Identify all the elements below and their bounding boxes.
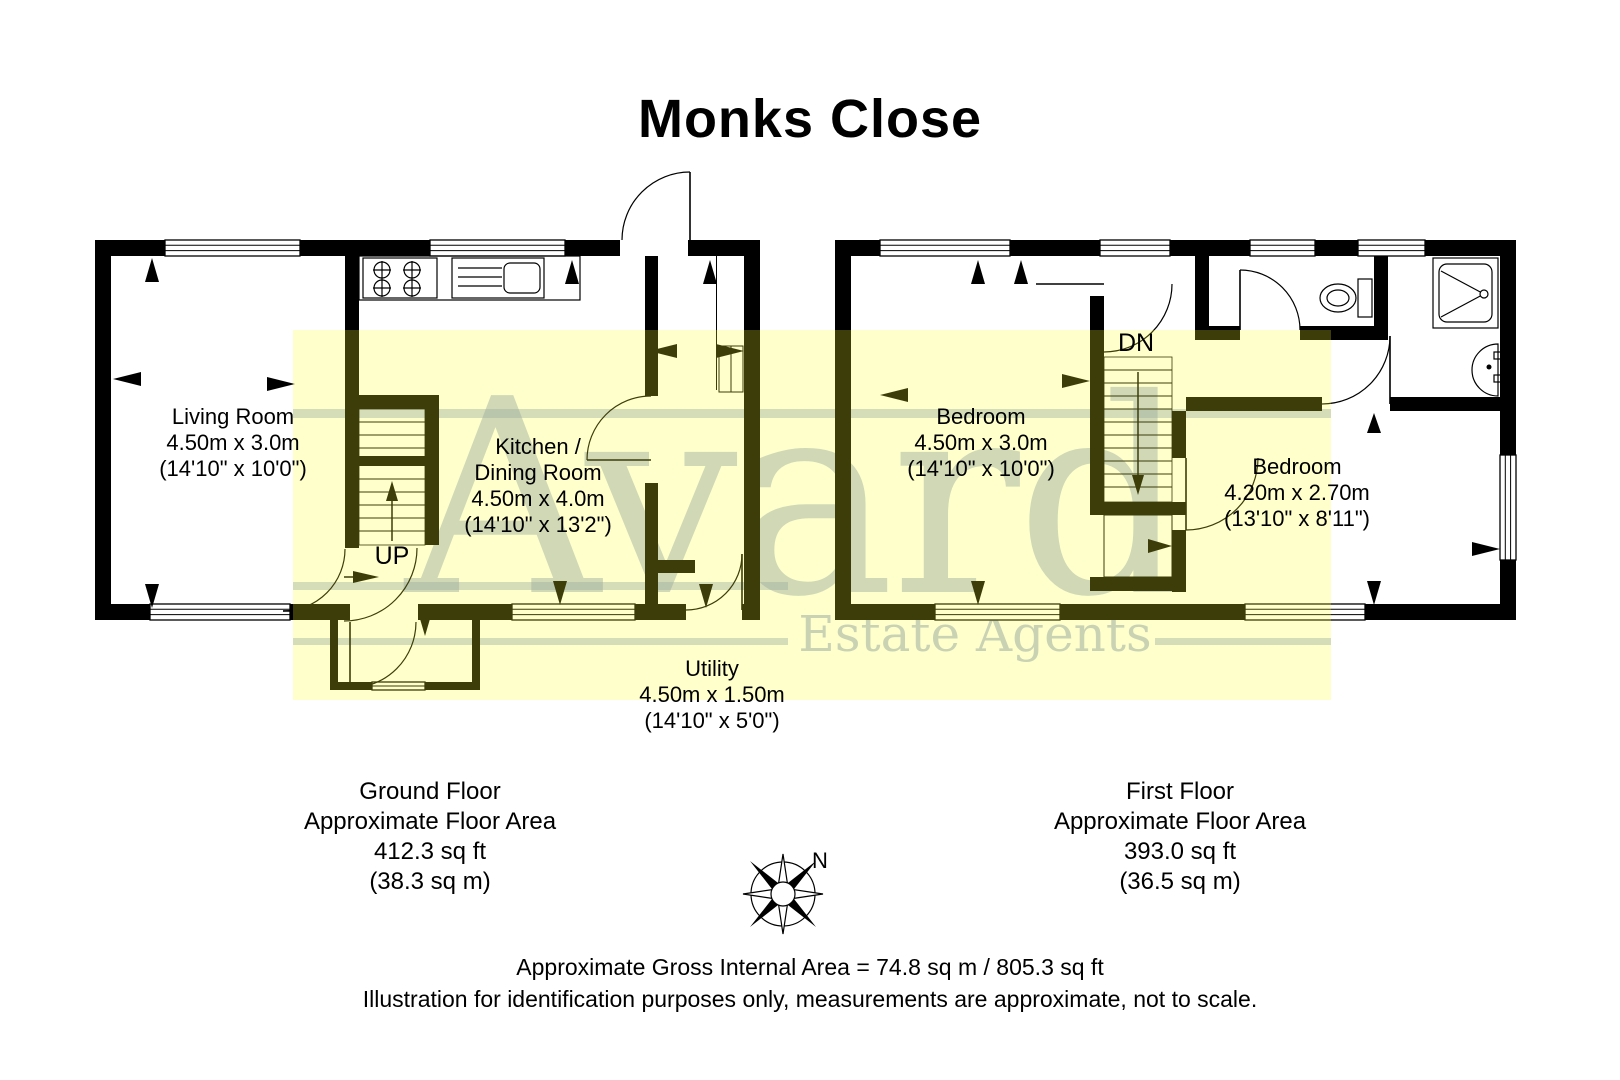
first-floor-walls [835, 240, 1516, 620]
first-floor-plan [835, 239, 1517, 621]
room-dims-metric: 4.50m x 3.0m [914, 430, 1048, 455]
living-room-door [282, 548, 346, 612]
first-floor-summary: First Floor Approximate Floor Area 393.0… [1054, 777, 1306, 897]
room-dims-imperial: (14'10" x 10'0") [907, 456, 1055, 481]
stairs-up [358, 408, 426, 546]
first-floor-markers [880, 260, 1500, 605]
watermark-stripe [293, 409, 1331, 418]
kitchen-door [586, 395, 652, 461]
stairs-down-arrowhead [1132, 475, 1144, 495]
ground-floor-walls [95, 240, 760, 690]
first-floor-windows [879, 239, 1517, 621]
room-name: Bedroom [1252, 454, 1342, 479]
utility-door [349, 621, 417, 689]
stairs-up-arrowhead [386, 481, 398, 501]
ground-floor-summary: Ground Floor Approximate Floor Area 412.… [304, 777, 556, 897]
kitchen-dining-label: Kitchen / Dining Room 4.50m x 4.0m (14'1… [464, 434, 612, 538]
stairs-down [1103, 356, 1173, 503]
kitchen-counter [358, 255, 581, 301]
compass-north-label: N [812, 848, 828, 873]
room-dims-metric: 4.50m x 1.50m [639, 682, 785, 707]
footer-gross-area: Approximate Gross Internal Area = 74.8 s… [516, 954, 1104, 980]
watermark-stripe [1155, 638, 1331, 645]
ground-floor-plan [95, 171, 760, 691]
area-metric: (38.3 sq m) [369, 868, 491, 895]
room-name: Living Room [171, 404, 295, 429]
room-dims-metric: 4.50m x 4.0m [471, 486, 605, 511]
bedroom-left-label: Bedroom 4.50m x 3.0m (14'10" x 10'0") [907, 404, 1055, 482]
toilet-icon [1319, 278, 1373, 318]
ground-floor-window-panes [150, 244, 635, 687]
room-dims-imperial: (14'10" x 10'0") [159, 456, 307, 481]
stove-icon [362, 257, 438, 299]
room-dims-metric: 4.20m x 2.70m [1224, 480, 1370, 505]
room-dims-metric: 4.50m x 3.0m [166, 430, 300, 455]
area-imperial: 412.3 sq ft [373, 838, 487, 865]
bathroom-door [1321, 335, 1391, 405]
wc-door [1239, 269, 1301, 331]
area-imperial: 393.0 sq ft [1123, 838, 1237, 865]
sink-icon [451, 257, 545, 299]
footer-disclaimer: Illustration for identification purposes… [362, 986, 1258, 1012]
living-room-label: Living Room 4.50m x 3.0m (14'10" x 10'0"… [159, 404, 307, 482]
room-name: Kitchen / [495, 434, 581, 459]
bedroom-right-door [1185, 457, 1259, 531]
bedroom-left-door [1036, 283, 1173, 353]
room-name: Utility [685, 656, 739, 681]
room-dims-imperial: (14'10" x 13'2") [464, 512, 612, 537]
page-title: Monks Close [637, 89, 983, 149]
area-caption: Approximate Floor Area [303, 808, 557, 835]
stairs-up-label: UP [374, 542, 410, 570]
front-door [621, 171, 691, 241]
floor-name: First Floor [1126, 778, 1234, 805]
room-name: Bedroom [936, 404, 1026, 429]
ground-floor-doors [282, 171, 743, 689]
ground-floor-markers [113, 258, 744, 636]
bedroom-right-label: Bedroom 4.20m x 2.70m (13'10" x 8'11") [1224, 454, 1370, 532]
room-name: Dining Room [474, 460, 602, 485]
watermark-stripe [293, 638, 788, 645]
floor-name: Ground Floor [359, 778, 501, 805]
stairs-down-label: DN [1117, 329, 1155, 357]
compass-rose: N [742, 848, 828, 935]
utility-label: Utility 4.50m x 1.50m (14'10" x 5'0") [639, 656, 785, 734]
watermark-stripe [293, 582, 788, 590]
area-metric: (36.5 sq m) [1119, 868, 1241, 895]
area-caption: Approximate Floor Area [1053, 808, 1307, 835]
first-floor-window-panes [880, 244, 1512, 616]
kitchen-side-door [343, 547, 418, 622]
basin-icon [1471, 343, 1506, 397]
room-dims-imperial: (14'10" x 5'0") [644, 708, 780, 733]
back-door [685, 553, 743, 611]
room-dims-imperial: (13'10" x 8'11") [1224, 506, 1370, 531]
shower-icon [1432, 257, 1499, 329]
first-floor-doors [1036, 269, 1391, 531]
